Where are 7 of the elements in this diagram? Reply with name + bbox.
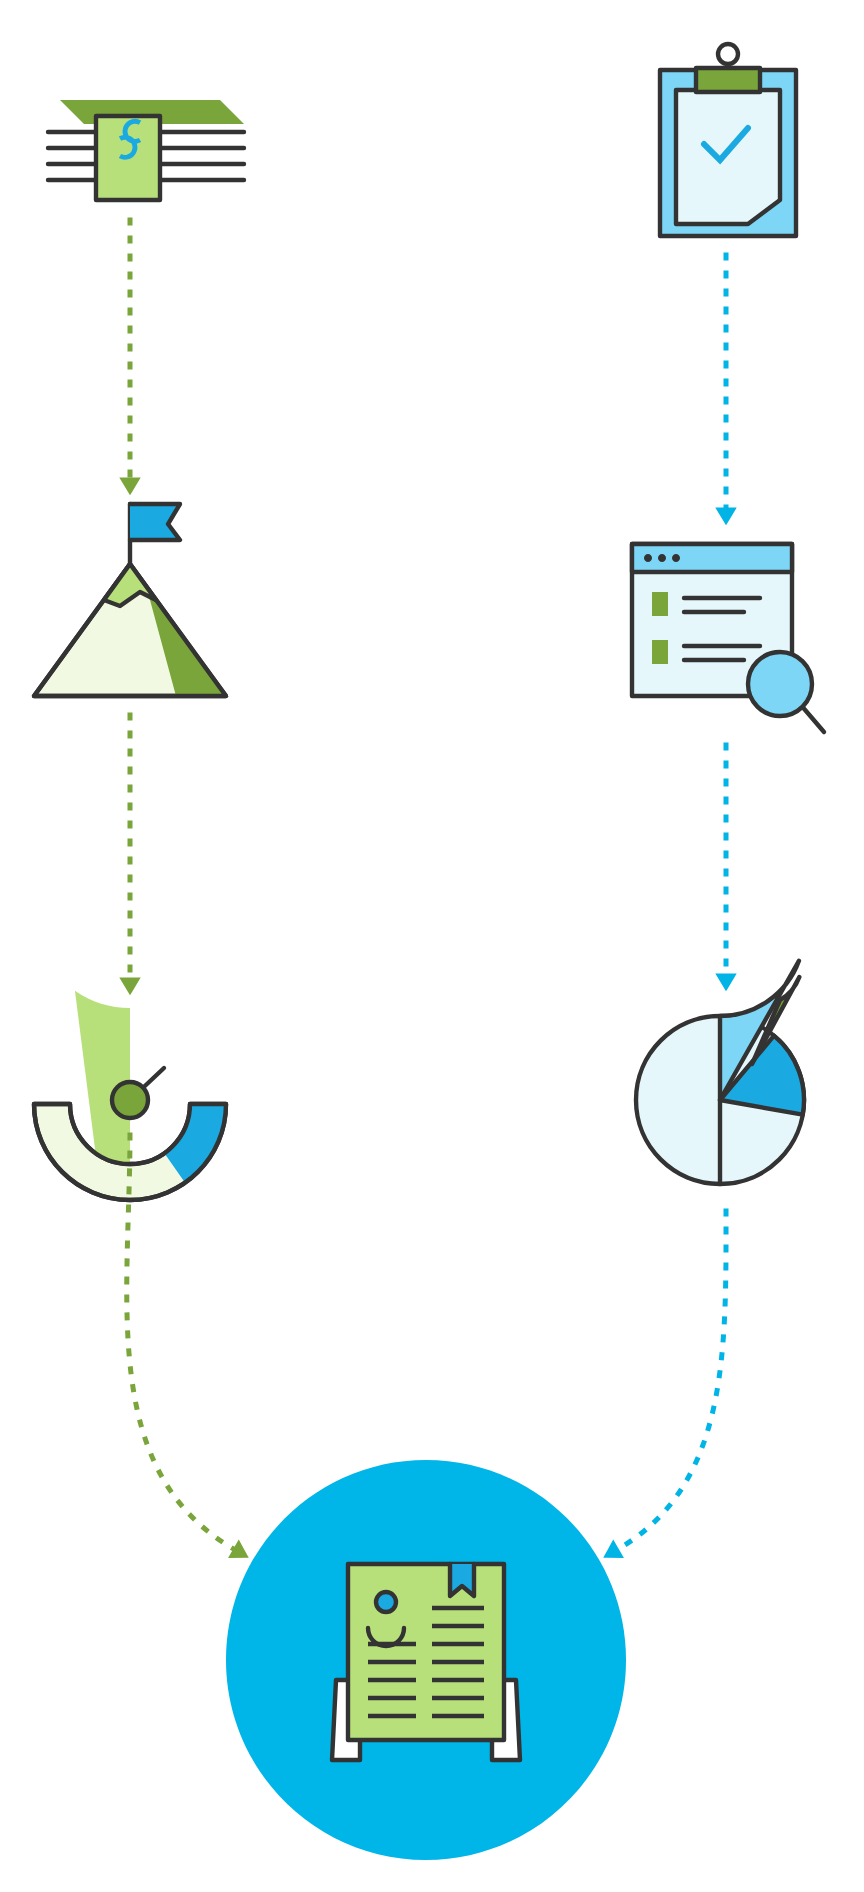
gauge-icon xyxy=(31,990,229,1203)
pie-chart-icon xyxy=(633,958,807,1187)
clipboard-icon xyxy=(657,41,799,239)
circle-badge xyxy=(226,1460,626,1860)
banknotes-icon xyxy=(45,100,247,203)
mountain-flag-icon xyxy=(31,501,229,699)
browser-search-icon xyxy=(629,541,827,735)
